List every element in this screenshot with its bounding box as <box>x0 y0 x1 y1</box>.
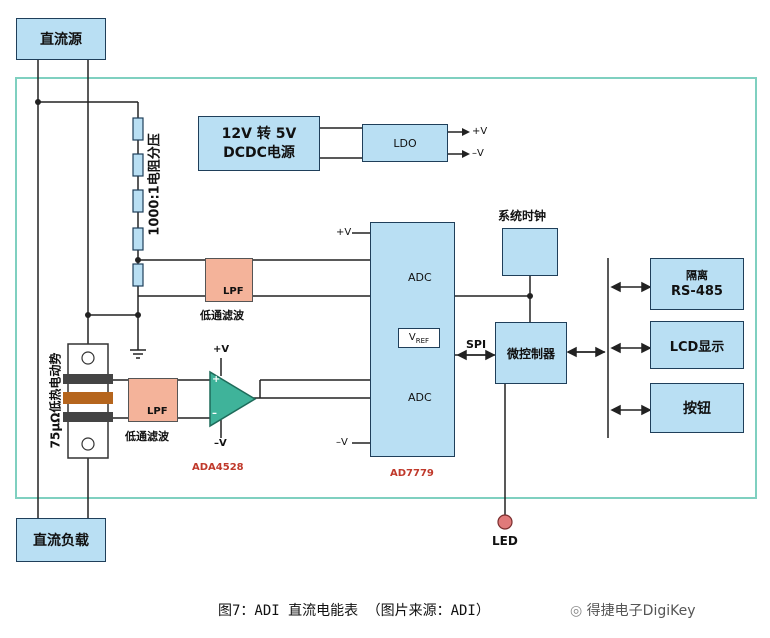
watermark-text: 得捷电子DigiKey <box>586 603 696 619</box>
lcd-label: LCD显示 <box>669 339 725 355</box>
dcdc-line1: 12V 转 5V <box>221 125 297 142</box>
amp-minus-sign: – <box>212 408 217 419</box>
amp-neg-label: –V <box>214 438 227 449</box>
ldo-pos-label: +V <box>472 126 488 137</box>
rs485-line2: RS-485 <box>671 284 723 299</box>
amp-pos-label: +V <box>213 344 230 355</box>
dcdc-line2: DCDC电源 <box>223 144 295 161</box>
microcontroller-block: 微控制器 <box>495 322 567 384</box>
lowpass1-label: 低通滤波 <box>200 309 244 322</box>
button-label: 按钮 <box>683 401 711 417</box>
board-outline <box>15 77 757 499</box>
double-arrows <box>456 281 652 416</box>
dc-source-label: 直流源 <box>40 32 82 48</box>
lpf1-block <box>205 258 253 302</box>
junction-dots <box>35 99 533 318</box>
microcontroller-label: 微控制器 <box>506 346 555 361</box>
lpf1-label: LPF <box>223 286 244 297</box>
divider-label: 1000:1电阻分压 <box>147 133 163 236</box>
lpf2-block <box>128 378 178 422</box>
shunt-label: 75μΩ低热电动势 <box>48 352 63 449</box>
ldo-label: LDO <box>393 136 417 150</box>
lowpass2-label: 低通滤波 <box>125 430 169 443</box>
shunt-bar-bottom <box>63 412 113 422</box>
clock-block <box>502 228 558 276</box>
rs485-block: 隔离 RS-485 <box>650 258 744 310</box>
button-block: 按钮 <box>650 383 744 433</box>
amp-plus-sign: + <box>212 374 221 385</box>
amplifier-triangle <box>209 370 257 428</box>
rs485-line1: 隔离 <box>686 269 708 282</box>
lcd-block: LCD显示 <box>650 321 744 369</box>
adc2-label: ADC <box>408 391 432 404</box>
clock-label: 系统时钟 <box>498 209 547 223</box>
dc-load-label: 直流负载 <box>33 533 89 549</box>
wires <box>37 60 609 518</box>
dcdc-block: 12V 转 5V DCDC电源 <box>198 116 320 171</box>
watermark: ◎ 得捷电子DigiKey <box>570 600 696 620</box>
lpf2-label: LPF <box>147 406 168 417</box>
led-label: LED <box>492 534 518 548</box>
shunt-element <box>63 392 113 404</box>
wechat-icon: ◎ <box>570 603 587 619</box>
dc-load-block: 直流负载 <box>16 518 106 562</box>
ad-pos-label: +V <box>336 227 352 238</box>
vref-block: VREF <box>398 328 440 348</box>
adc1-label: ADC <box>408 271 432 284</box>
spi-label: SPI <box>466 338 487 351</box>
divider-resistors <box>132 117 144 287</box>
dc-source-block: 直流源 <box>16 18 106 60</box>
ldo-output-arrows <box>462 128 470 158</box>
led-icon <box>497 514 513 530</box>
ad-neg-label: –V <box>336 437 348 448</box>
ldo-neg-label: –V <box>472 148 484 159</box>
vref-label: VREF <box>408 331 430 345</box>
ldo-block: LDO <box>362 124 448 162</box>
figure-caption: 图7：ADI 直流电能表 （图片来源：ADI） <box>218 603 490 619</box>
ada4528-label: ADA4528 <box>192 462 244 473</box>
shunt-bar-top <box>63 374 113 384</box>
ad7779-label: AD7779 <box>390 468 434 479</box>
